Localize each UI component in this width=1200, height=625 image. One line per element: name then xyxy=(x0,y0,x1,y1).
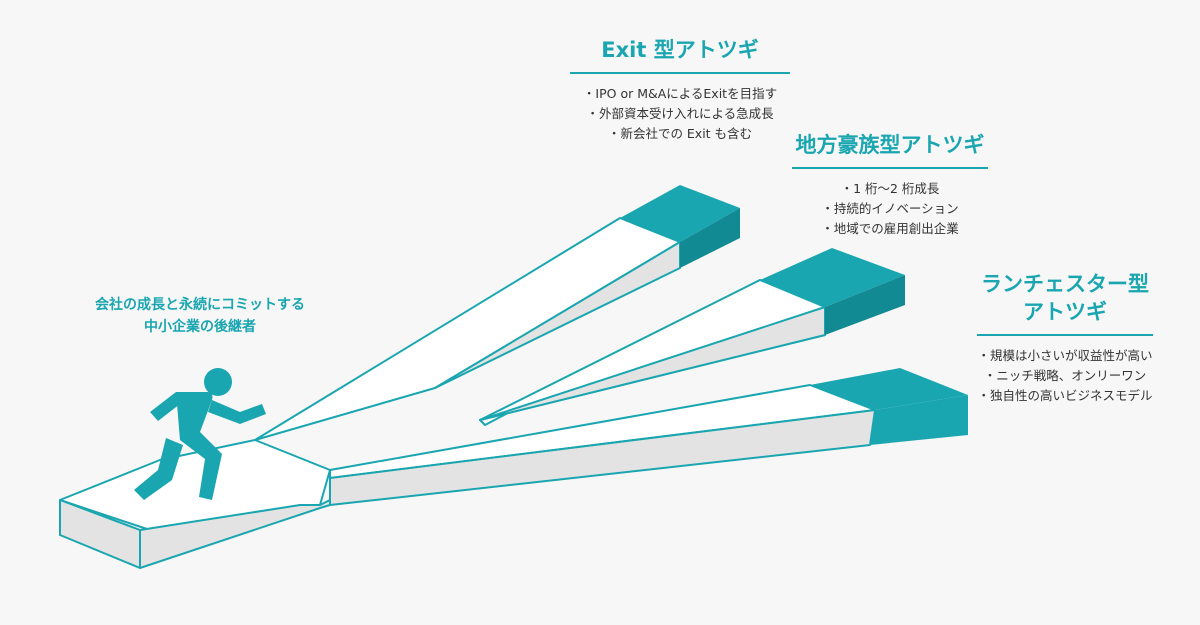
regional-type-block: 地方豪族型アトツギ 1 桁〜2 桁成長 持続的イノベーション 地域での雇用創出企… xyxy=(780,131,1000,239)
exit-type-bullets: IPO or M&AによるExitを目指す 外部資本受け入れによる急成長 新会社… xyxy=(560,84,800,144)
lanchester-type-block: ランチェスター型 アトツギ 規模は小さいが収益性が高い ニッチ戦略、オンリーワン… xyxy=(950,270,1180,406)
lanchester-cap-top xyxy=(810,368,968,410)
bullet-item: 持続的イノベーション xyxy=(780,199,1000,219)
bullet-item: 規模は小さいが収益性が高い xyxy=(950,346,1180,366)
exit-cap-top xyxy=(620,185,740,242)
bullet-item: IPO or M&AによるExitを目指す xyxy=(560,84,800,104)
successor-description-line: 会社の成長と永続にコミットする xyxy=(95,297,305,313)
lanchester-type-title-line2: アトツギ xyxy=(1023,300,1107,324)
regional-type-title: 地方豪族型アトツギ xyxy=(795,133,985,157)
regional-type-divider xyxy=(792,167,988,169)
regional-cap-top xyxy=(760,248,905,307)
exit-cap-side xyxy=(680,208,740,268)
exit-type-divider xyxy=(570,72,790,74)
lanchester-cap-side xyxy=(870,395,968,445)
exit-type-title: Exit 型アトツギ xyxy=(601,38,759,62)
regional-type-bullets: 1 桁〜2 桁成長 持続的イノベーション 地域での雇用創出企業 xyxy=(780,179,1000,239)
bullet-item: ニッチ戦略、オンリーワン xyxy=(950,366,1180,386)
bullet-item: 外部資本受け入れによる急成長 xyxy=(560,104,800,124)
successor-description-line: 中小企業の後継者 xyxy=(144,319,256,335)
bullet-item: 新会社での Exit も含む xyxy=(560,124,800,144)
successor-description: 会社の成長と永続にコミットする 中小企業の後継者 xyxy=(70,294,330,338)
bullet-item: 地域での雇用創出企業 xyxy=(780,219,1000,239)
running-person-icon xyxy=(134,368,266,500)
bullet-item: 1 桁〜2 桁成長 xyxy=(780,179,1000,199)
lanchester-type-title: ランチェスター型 xyxy=(981,272,1149,296)
exit-type-block: Exit 型アトツギ IPO or M&AによるExitを目指す 外部資本受け入… xyxy=(560,36,800,144)
regional-cap-side xyxy=(825,275,905,335)
bullet-item: 独自性の高いビジネスモデル xyxy=(950,386,1180,406)
lanchester-type-bullets: 規模は小さいが収益性が高い ニッチ戦略、オンリーワン 独自性の高いビジネスモデル xyxy=(950,346,1180,406)
lanchester-type-divider xyxy=(977,334,1153,336)
